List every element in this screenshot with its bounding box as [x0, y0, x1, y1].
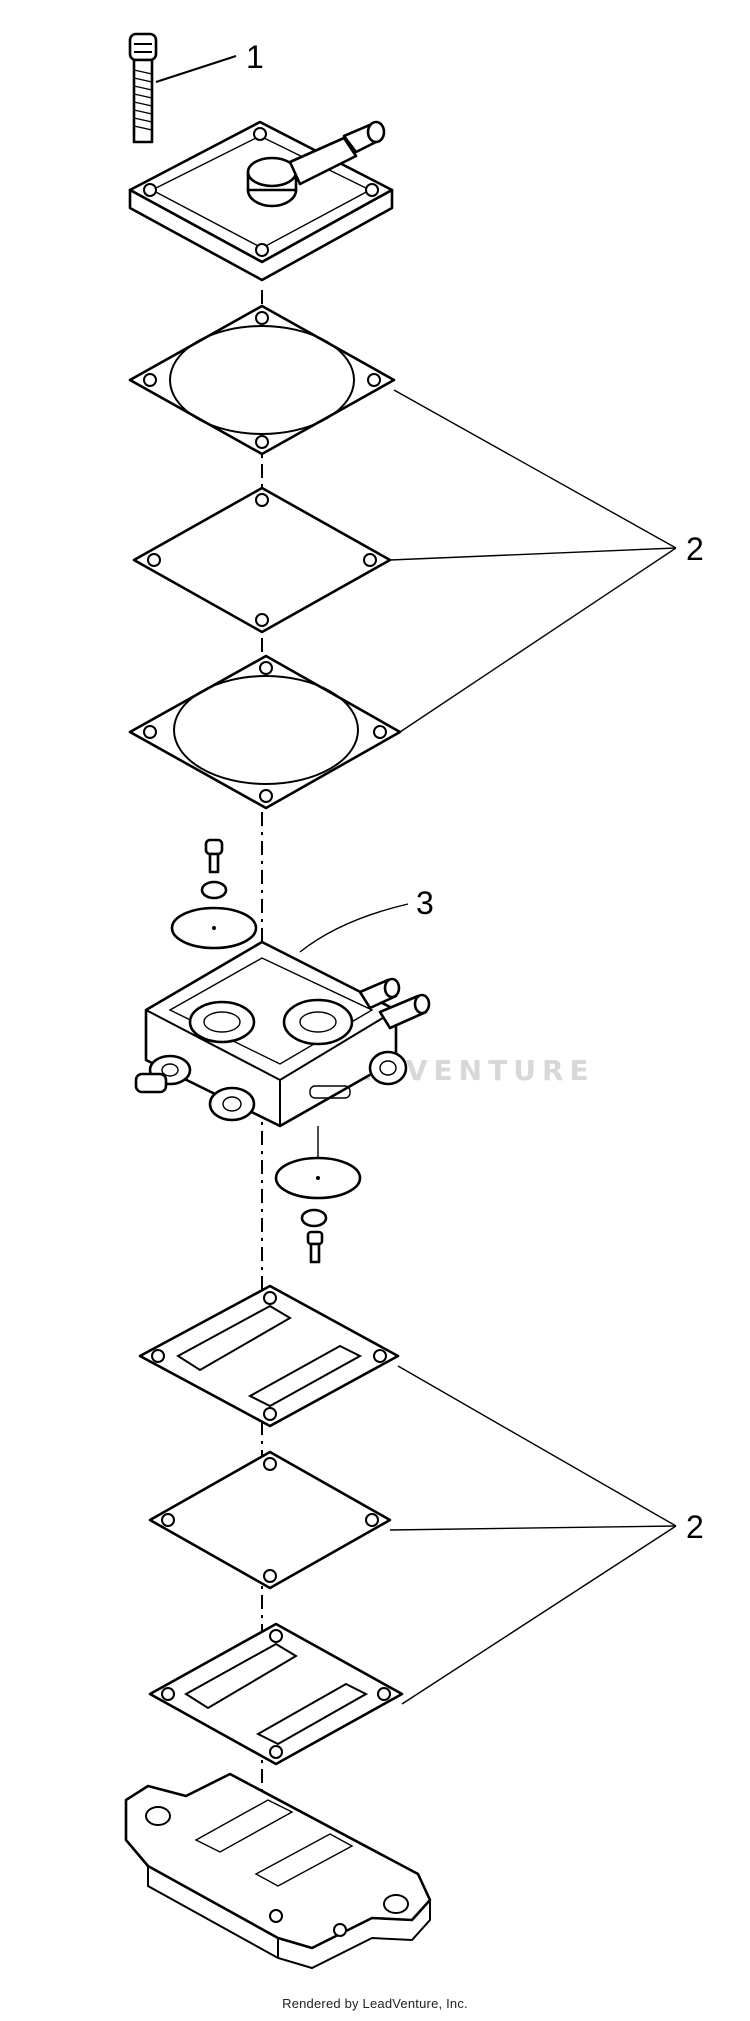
callout-2-bottom: 2	[389, 1365, 704, 1705]
pump-cover-icon	[128, 120, 394, 282]
valve-disc-icon	[274, 1126, 362, 1264]
diaphragm-icon	[148, 1450, 392, 1590]
footer-credit: Rendered by LeadVenture, Inc.	[282, 1996, 468, 2011]
callout-2-top: 2	[389, 389, 704, 733]
screw-icon	[128, 32, 158, 144]
callout-2-bottom-label: 2	[686, 1509, 704, 1545]
gasket-icon	[138, 1284, 400, 1428]
callout-2-top-label: 2	[686, 531, 704, 567]
gasket-icon	[128, 654, 402, 810]
valve-disc-icon	[170, 838, 258, 950]
gasket-icon	[128, 304, 396, 456]
callout-1: 1	[155, 39, 264, 83]
base-plate-icon	[124, 1772, 432, 1970]
pump-body-icon	[134, 940, 431, 1128]
gasket-icon	[148, 1622, 404, 1766]
callout-1-label: 1	[246, 39, 264, 75]
callout-3-label: 3	[416, 885, 434, 921]
callout-3: 3	[299, 885, 434, 953]
diaphragm-icon	[132, 486, 392, 634]
